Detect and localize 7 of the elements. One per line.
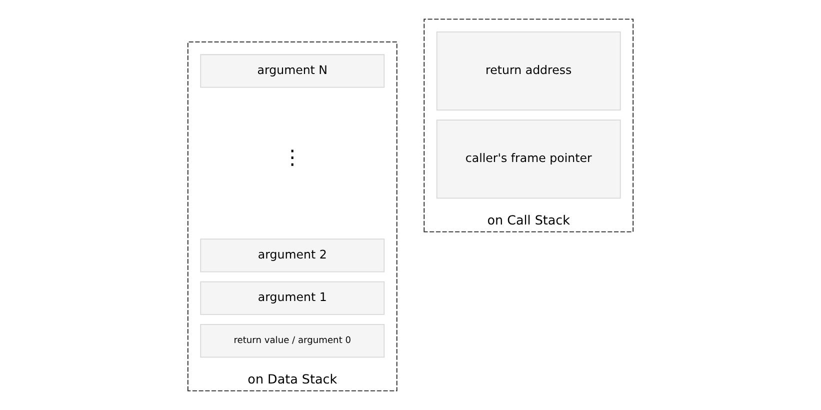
- node-box: caller's frame pointer: [436, 120, 621, 199]
- node-box: argument 2: [200, 238, 385, 272]
- node-box: argument N: [200, 54, 385, 88]
- node-box: argument 1: [200, 281, 385, 315]
- node-box: return address: [436, 31, 621, 110]
- label: ⋮: [282, 145, 302, 170]
- node-box: return value / argument 0: [200, 324, 385, 358]
